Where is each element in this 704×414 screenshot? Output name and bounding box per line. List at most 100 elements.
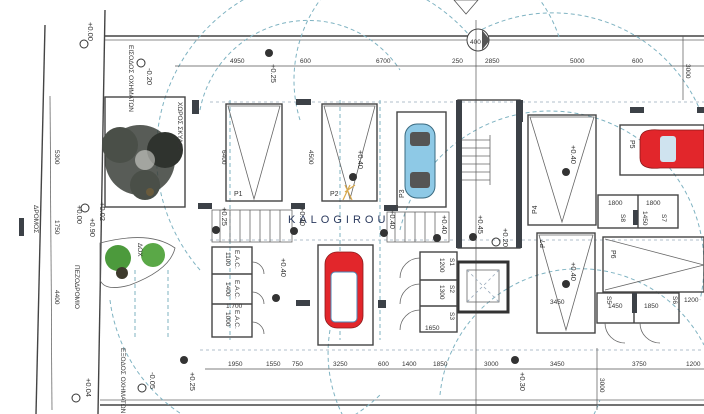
svg-text:1.700: 1.700 (226, 303, 243, 310)
svg-text:P2: P2 (330, 191, 339, 198)
svg-text:S7: S7 (660, 214, 667, 222)
svg-text:1300: 1300 (438, 285, 445, 300)
svg-text:5300: 5300 (53, 150, 60, 165)
svg-text:1200: 1200 (686, 361, 701, 368)
parking-space-p5: P5 (619, 124, 704, 176)
svg-text:+0.40: +0.40 (569, 145, 578, 164)
car-icon (324, 251, 364, 329)
svg-text:3450: 3450 (550, 361, 565, 368)
top-dimension-line: 4950 600 6700 250 2850 5000 600 (175, 36, 704, 100)
svg-text:1800: 1800 (608, 200, 623, 207)
svg-text:1850: 1850 (644, 303, 659, 310)
svg-text:1750: 1750 (53, 220, 60, 235)
svg-text:1800: 1800 (646, 200, 661, 207)
svg-text:P6: P6 (609, 250, 616, 259)
watermark: KALOGIROU (288, 214, 389, 226)
svg-text:3750: 3750 (632, 361, 647, 368)
svg-text:1200: 1200 (684, 297, 699, 304)
svg-text:+0.02: +0.02 (98, 202, 107, 221)
svg-text:1100: 1100 (224, 252, 231, 266)
svg-text:1000: 1000 (224, 312, 231, 327)
svg-text:1950: 1950 (228, 361, 243, 368)
parking-space-p3: P3 (396, 111, 447, 208)
svg-text:P7: P7 (540, 239, 547, 248)
svg-text:ΔΟΧ: ΔΟΧ (136, 243, 143, 257)
svg-text:1400: 1400 (224, 282, 231, 297)
vertical-dimensions: 5300 1750 4400 3000 3000 (53, 64, 691, 393)
garden-dog-area: ΧΩΡΟΣ ΣΚΥΛΟΥ (102, 96, 186, 208)
svg-text:+0.20: +0.20 (501, 228, 510, 247)
svg-text:+0.00: +0.00 (86, 22, 95, 41)
svg-text:S2: S2 (448, 285, 455, 293)
svg-text:4400: 4400 (53, 290, 60, 305)
svg-text:P5: P5 (628, 140, 635, 149)
svg-text:600: 600 (378, 361, 389, 368)
svg-text:S6: S6 (671, 296, 678, 304)
ramp-left (211, 209, 293, 243)
parking-space-p2: P2 4500 (307, 103, 378, 202)
eac-rooms: E.A.C. 1100 E.A.C. 1400 E.A.C. 1000 1.70… (211, 246, 265, 338)
svg-text:ΕΞΟΔΟΣ ΟΧΗΜΑΤΩΝ: ΕΞΟΔΟΣ ΟΧΗΜΑΤΩΝ (119, 348, 126, 414)
svg-text:3000: 3000 (598, 378, 605, 393)
svg-text:+0.30: +0.30 (298, 207, 307, 226)
stairwell (456, 99, 522, 249)
planter: ΔΟΧ (99, 237, 176, 288)
svg-text:S1: S1 (448, 258, 455, 266)
svg-text:1200: 1200 (438, 258, 445, 273)
svg-text:+0.40: +0.40 (279, 258, 288, 277)
svg-text:-0.05: -0.05 (148, 372, 157, 389)
svg-text:1650: 1650 (425, 325, 440, 332)
storage-s1-s3: S1 1200 S2 1300 S3 1650 (399, 251, 458, 333)
svg-text:+0.25: +0.25 (188, 372, 197, 391)
svg-text:4950: 4950 (230, 58, 245, 65)
svg-text:ΕΙΣΟΔΟΣ ΟΧΗΜΑΤΩΝ: ΕΙΣΟΔΟΣ ΟΧΗΜΑΤΩΝ (127, 45, 134, 112)
parking-space-p1: P1 6400 (220, 103, 283, 202)
svg-text:250: 250 (452, 58, 463, 65)
tree-icon (102, 125, 183, 200)
svg-text:4500: 4500 (307, 150, 314, 165)
svg-text:1450: 1450 (608, 303, 623, 310)
svg-text:E.A.C.: E.A.C. (233, 250, 240, 269)
svg-text:ΠΕΖΟΔΡΟΜΙΟ: ΠΕΖΟΔΡΟΜΙΟ (73, 265, 80, 309)
svg-text:+0.40: +0.40 (440, 215, 449, 234)
svg-text:3450: 3450 (550, 299, 565, 306)
svg-text:6400: 6400 (220, 150, 227, 165)
site-boundary (35, 9, 704, 414)
svg-text:+0.45: +0.45 (476, 215, 485, 234)
svg-text:-0.20: -0.20 (145, 68, 154, 85)
svg-text:600: 600 (632, 58, 643, 65)
parking-space-center (317, 244, 374, 346)
parking-space-p4: P4 (527, 114, 597, 226)
parking-space-p6: P6 (602, 236, 704, 293)
storage-s7-s8: 1800 1800 S8 S7 1450 (597, 194, 679, 229)
svg-text:S5: S5 (605, 296, 612, 304)
road-marker (19, 218, 24, 236)
svg-text:ΧΩΡΟΣ ΣΚΥΛΟΥ: ΧΩΡΟΣ ΣΚΥΛΟΥ (176, 102, 183, 153)
svg-text:+0.25: +0.25 (269, 64, 278, 83)
svg-text:3000: 3000 (484, 361, 499, 368)
svg-text:+0.25: +0.25 (220, 207, 229, 226)
svg-text:1450: 1450 (641, 211, 648, 226)
svg-text:+0.40: +0.40 (356, 150, 365, 169)
level-markers: +0.00 -0.20 +0.25 +0.00 +0.02 +0.90 +0.2… (71, 22, 578, 403)
svg-text:3250: 3250 (333, 361, 348, 368)
svg-text:400: 400 (470, 39, 481, 46)
svg-text:1400: 1400 (402, 361, 417, 368)
svg-text:2850: 2850 (485, 58, 500, 65)
svg-text:S8: S8 (619, 214, 626, 222)
car-icon (639, 129, 704, 169)
street-labels: ΔΡΟΜΟΣ ΠΕΖΟΔΡΟΜΙΟ ΕΙΣΟΔΟΣ ΟΧΗΜΑΤΩΝ ΕΞΟΔΟ… (32, 45, 134, 414)
svg-text:P4: P4 (532, 205, 539, 214)
svg-text:+0.40: +0.40 (569, 262, 578, 281)
svg-text:600: 600 (300, 58, 311, 65)
svg-text:5000: 5000 (570, 58, 585, 65)
svg-text:1550: 1550 (266, 361, 281, 368)
bottom-dimension-line: 1950 1550 750 3250 600 1400 1850 3000 34… (205, 348, 704, 410)
svg-text:6700: 6700 (376, 58, 391, 65)
svg-text:E.A.C.: E.A.C. (233, 310, 240, 329)
storage-s5-s6: 1450 1850 S5 S6 1200 (596, 292, 699, 344)
svg-text:+0.30: +0.30 (518, 372, 527, 391)
svg-text:750: 750 (292, 361, 303, 368)
svg-text:S3: S3 (448, 312, 455, 320)
